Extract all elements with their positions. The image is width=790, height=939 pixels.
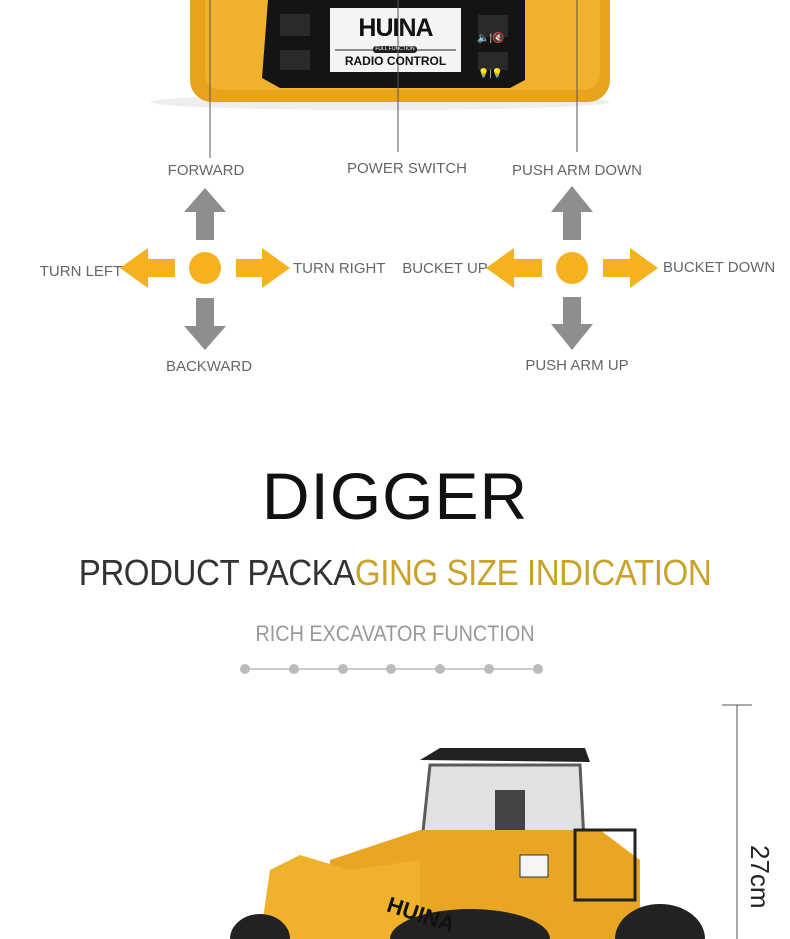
arrow-right-icon <box>236 248 290 288</box>
sound-toggle-icon: 🔈|🔇 <box>477 33 505 44</box>
label-bucket-up: BUCKET UP <box>402 260 488 277</box>
wheel-loader-image <box>230 748 705 939</box>
label-backward: BACKWARD <box>165 358 253 375</box>
label-power-switch: POWER SWITCH <box>347 160 467 177</box>
arrow-right-icon <box>603 248 658 288</box>
divider-dots <box>240 664 543 674</box>
arrow-left-icon <box>486 248 542 288</box>
arrow-down-icon <box>551 297 593 350</box>
arrow-down-icon <box>184 298 226 350</box>
left-joystick-diagram <box>120 188 290 350</box>
label-turn-right: TURN RIGHT <box>293 260 386 277</box>
arrow-left-icon <box>120 248 175 288</box>
height-dimension-line <box>722 704 752 939</box>
height-label: 27cm <box>745 845 775 909</box>
page-title: DIGGER <box>261 459 529 533</box>
subtitle-dark: PRODUCT PACKA <box>78 552 356 593</box>
label-turn-left: TURN LEFT <box>39 263 123 280</box>
remote-brand-logo: HUINA <box>358 14 433 42</box>
subtitle-gold: GING SIZE INDICATION <box>354 552 712 593</box>
remote-controller <box>150 0 610 110</box>
remote-label: RADIO CONTROL <box>344 54 447 68</box>
light-toggle-icon: 💡|💡 <box>478 68 503 78</box>
label-bucket-down: BUCKET DOWN <box>663 259 776 276</box>
label-push-arm-down: PUSH ARM DOWN <box>511 162 643 179</box>
label-forward: FORWARD <box>167 162 245 179</box>
arrow-up-icon <box>184 188 226 240</box>
subtitle: PRODUCT PACKAGING SIZE INDICATION <box>32 552 759 594</box>
label-push-arm-up: PUSH ARM UP <box>525 357 629 374</box>
right-joystick-diagram <box>486 186 658 350</box>
remote-badge: FULL FUNCTION <box>375 46 415 52</box>
arrow-up-icon <box>551 186 593 240</box>
tagline: RICH EXCAVATOR FUNCTION <box>255 621 535 646</box>
